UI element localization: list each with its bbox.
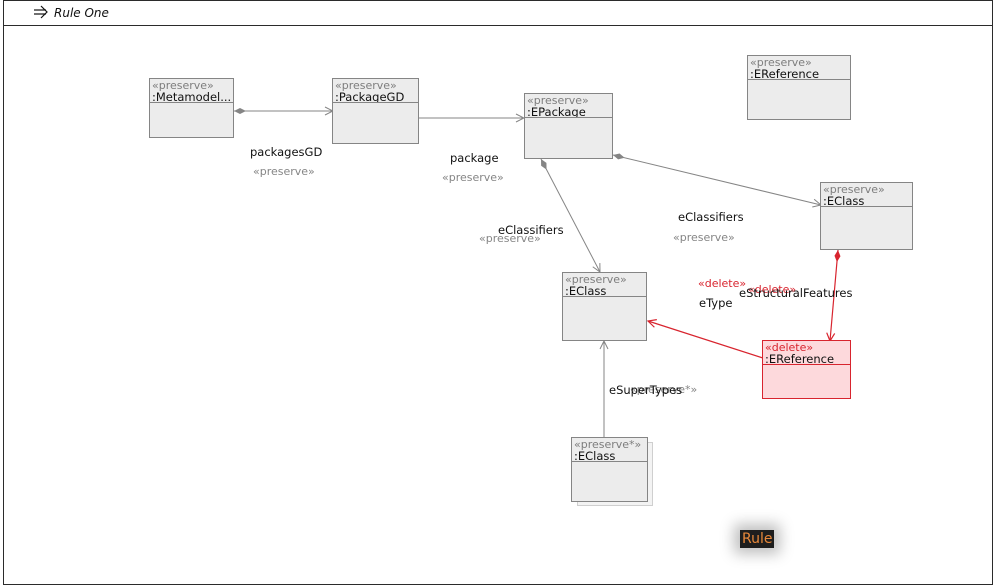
node-stereotype: «preserve» bbox=[565, 273, 627, 286]
node-metamodel[interactable]: «preserve»:Metamodel... bbox=[149, 78, 234, 138]
node-stereotype: «preserve» bbox=[823, 183, 885, 196]
edge-eclassifiers-down[interactable] bbox=[540, 158, 600, 272]
edge-label-esupertypes: eSuperTypes bbox=[609, 383, 683, 397]
node-packagegd[interactable]: «preserve»:PackageGD bbox=[332, 78, 419, 144]
node-name: :EReference bbox=[750, 67, 820, 80]
rule-arrow-icon bbox=[33, 5, 49, 22]
node-ereference-delete[interactable]: «delete»:EReference bbox=[762, 340, 851, 399]
rule-title-bar: Rule One bbox=[3, 0, 993, 26]
edge-stereotype-packagesgd: «preserve» bbox=[253, 165, 315, 178]
edge-stereotype-esupertypes: «preserve*» bbox=[630, 383, 698, 396]
node-stereotype: «preserve» bbox=[527, 94, 589, 107]
edge-stereotype-eclassifiers-right: «preserve» bbox=[673, 231, 735, 244]
edge-eclassifiers-right[interactable] bbox=[612, 155, 821, 205]
rule-title[interactable]: Rule One bbox=[54, 6, 109, 20]
node-name: :EPackage bbox=[527, 105, 586, 118]
node-eclass-right[interactable]: «preserve»:EClass bbox=[820, 182, 913, 250]
node-stereotype: «preserve» bbox=[750, 56, 812, 69]
edge-label-package: package bbox=[450, 151, 499, 165]
node-name: :Metamodel... bbox=[152, 90, 232, 103]
node-name: :PackageGD bbox=[335, 90, 405, 103]
edge-stereotype-eclassifiers-down: «preserve» bbox=[479, 232, 541, 245]
node-eclass-multi[interactable]: «preserve*»:EClass bbox=[571, 437, 648, 502]
node-name: :EClass bbox=[565, 284, 607, 297]
edge-label-eclassifiers-right: eClassifiers bbox=[678, 210, 744, 224]
node-stereotype: «preserve*» bbox=[574, 438, 642, 451]
node-name: :EClass bbox=[823, 194, 865, 207]
node-name: :EReference bbox=[765, 352, 835, 365]
node-stereotype: «preserve» bbox=[335, 79, 397, 92]
node-stereotype: «preserve» bbox=[152, 79, 214, 92]
node-name: :EClass bbox=[574, 449, 616, 462]
node-stereotype: «delete» bbox=[765, 341, 814, 354]
edge-stereotype-estructural: «delete» bbox=[748, 283, 797, 296]
edge-stereotype-etype: «delete» bbox=[698, 277, 747, 290]
edge-label-estructural: eStructuralFeatures bbox=[739, 286, 853, 300]
rule-badge[interactable]: Rule bbox=[740, 530, 775, 548]
edge-etype[interactable] bbox=[648, 321, 764, 359]
edge-label-packagesgd: packagesGD bbox=[250, 145, 323, 159]
node-eclass-mid[interactable]: «preserve»:EClass bbox=[562, 272, 647, 341]
edge-label-etype: eType bbox=[699, 296, 733, 310]
edge-stereotype-package: «preserve» bbox=[442, 171, 504, 184]
node-ereference-top[interactable]: «preserve»:EReference bbox=[747, 55, 851, 120]
edge-estructuralfeatures[interactable] bbox=[830, 249, 838, 341]
edge-label-eclassifiers-down: eClassifiers bbox=[498, 223, 564, 237]
node-epackage[interactable]: «preserve»:EPackage bbox=[524, 93, 613, 159]
